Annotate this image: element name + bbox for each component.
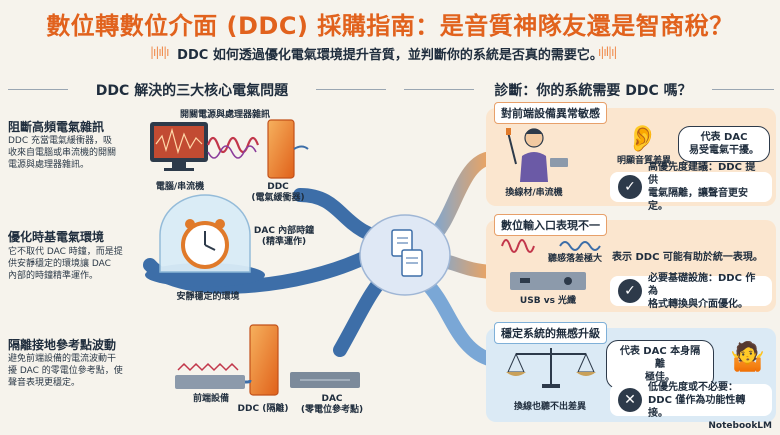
notebooklm-logo: NotebookLM	[708, 421, 772, 431]
item2-desc: 它不取代 DAC 時鐘，而是提 供安靜穩定的環境讓 DAC 內部的時鐘精準運作。	[8, 247, 123, 281]
check-icon: ✓	[618, 279, 642, 303]
ear-icon: 👂	[626, 124, 659, 154]
noise-wave	[206, 136, 260, 154]
left-section-title: DDC 解決的三大核心電氣問題	[95, 83, 289, 99]
cable-network-illustration	[143, 119, 499, 396]
item2-label-env: 安靜穩定的環境	[176, 292, 240, 302]
panel2-caption-wave: 聽感落差極大	[547, 254, 602, 264]
check-icon: ✓	[618, 175, 642, 199]
panel2-caption-ports: USB vs 光纖	[519, 296, 577, 306]
panel2-tag: 數位輸入口表現不一	[494, 214, 607, 236]
waveform-difference-icon	[501, 239, 601, 253]
left-section-rule-b	[316, 89, 386, 90]
sound-wave-right-icon: ı|ıl|ı|	[598, 45, 617, 59]
panel1-caption-person: 換線材/串流機	[505, 188, 563, 198]
panel1-caption-ear: 明顯音質差異	[616, 156, 671, 166]
item3-label-dac: DAC (零電位參考點)	[300, 394, 364, 415]
panel3-caption-scale: 換線也聽不出差異	[513, 402, 586, 412]
left-section-rule-a	[8, 89, 68, 90]
shrugging-person-icon: 🤷	[730, 340, 765, 373]
item3-label-front: 前端設備	[192, 394, 229, 404]
item3-heading: 隔離接地參考點波動	[8, 338, 117, 352]
right-section-title: 診斷：你的系統需要 DDC 嗎？	[494, 83, 692, 99]
ddc-buffer-box	[267, 119, 295, 179]
page-subtitle: DDC 如何透過優化電氣環境提升音質，並判斷你的系統是否真的需要它。	[177, 48, 603, 63]
page-title: 數位轉數位介面 (DDC) 採購指南：是音質神隊友還是智商稅？	[46, 12, 734, 40]
panel3-bubble: 代表 DAC 本身隔離 極佳。	[606, 340, 714, 389]
item2-heading: 優化時基電氣環境	[8, 230, 105, 244]
balance-scale-icon	[506, 348, 596, 388]
right-section-rule-b	[712, 89, 774, 90]
panel2-note: ✓ 必要基礎設施：DDC 作為 格式轉換與介面優化。	[610, 273, 772, 310]
front-device	[175, 375, 245, 389]
panel1-bubble: 代表 DAC 易受電氣干擾。	[678, 126, 770, 162]
panel1-note: ✓ 高優先度建議：DDC 提供 電氣隔離，讓聲音更安定。	[610, 162, 772, 212]
item3-label-ddc: DDC (隔離)	[237, 404, 289, 414]
item1-label-noise: 開關電源與處理器雜訊	[180, 110, 271, 120]
panel1-tag: 對前端設備異常敏感	[494, 102, 607, 124]
item2-label-clock: DAC 內部時鐘 (精準運作)	[253, 226, 315, 247]
cable-right-top	[423, 151, 499, 247]
person-with-cables-icon	[506, 128, 568, 182]
cable-right-bottom	[418, 275, 499, 367]
item1-desc: DDC 充當電氣緩衝器，吸 收來自電腦或串流機的開關 電源與處理器雜訊。	[8, 136, 117, 170]
item1-heading: 阻斷高頻電氣雜訊	[8, 120, 105, 134]
sound-wave-left-icon: |ı|ıl|ı	[150, 45, 169, 59]
ddc-isolation-box	[249, 324, 279, 396]
cross-icon: ✕	[618, 388, 642, 412]
item1-label-ddc: DDC (電氣緩衝器)	[251, 182, 305, 203]
item3-desc: 避免前端設備的電流波動干 擾 DAC 的零電位參考點，使 聲音表現更穩定。	[8, 354, 123, 388]
panel3-tag: 穩定系統的無感升級	[494, 322, 607, 344]
usb-optical-device-icon	[510, 272, 586, 290]
item1-label-source: 電腦/串流機	[155, 182, 205, 192]
panel3-note: ✕ 低優先度或不必要： DDC 僅作為功能性轉接。	[610, 382, 772, 419]
panel2-side-text: 表示 DDC 可能有助於統一表現。	[612, 252, 763, 263]
right-section-rule-a	[404, 89, 474, 90]
